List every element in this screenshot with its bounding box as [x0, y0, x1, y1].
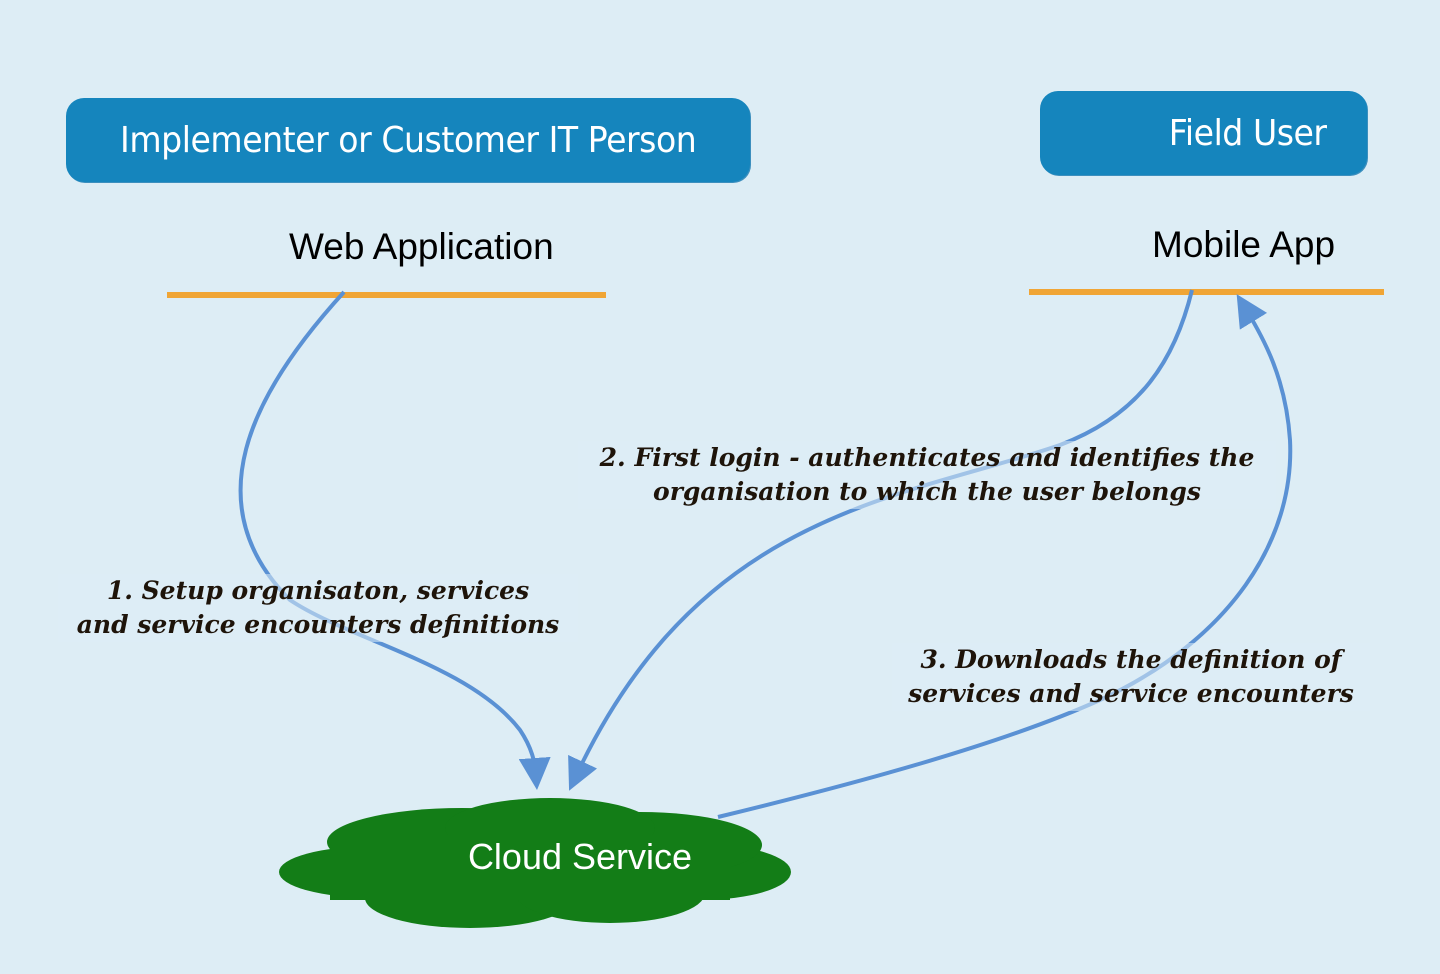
- step1-line2: and service encounters definitions: [76, 610, 560, 639]
- actor-implementer: Implementer or Customer IT Person: [66, 98, 750, 182]
- actor-field-user-label: Field User: [1169, 112, 1327, 154]
- actor-field-user: Field User: [1040, 91, 1367, 175]
- step2-line2: organisation to which the user belongs: [653, 477, 1201, 506]
- step3-line1: 3. Downloads the definition of: [920, 645, 1342, 674]
- cloud-service-label: Cloud Service: [467, 836, 693, 877]
- step1-label: 1. Setup organisaton, services and servi…: [58, 574, 578, 642]
- cloud-shape: [279, 798, 791, 928]
- arrow-step3: [717, 294, 1293, 819]
- step1-line1: 1. Setup organisaton, services: [106, 576, 530, 605]
- mobile-app-label: Mobile App: [1152, 224, 1336, 265]
- step2-label: 2. First login - authenticates and ident…: [578, 441, 1276, 509]
- step2-line1: 2. First login - authenticates and ident…: [599, 443, 1255, 472]
- actor-implementer-label: Implementer or Customer IT Person: [119, 119, 697, 161]
- step3-label: 3. Downloads the definition of services …: [892, 643, 1370, 711]
- arrow-step1: [238, 290, 551, 790]
- web-application-label: Web Application: [289, 226, 554, 267]
- step3-line2: services and service encounters: [908, 679, 1354, 708]
